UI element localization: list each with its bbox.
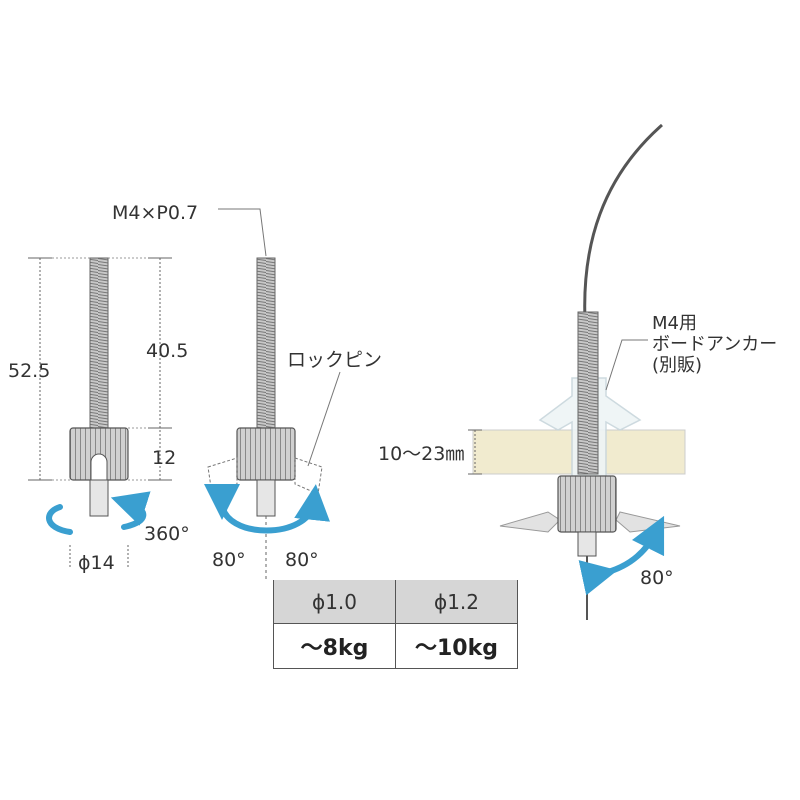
label-thread-length: 40.5 <box>146 340 188 362</box>
label-angle-right: 80° <box>285 549 319 571</box>
lock-pin-body <box>256 479 276 517</box>
threaded-rod <box>89 257 109 429</box>
lock-pin-body <box>577 531 597 557</box>
rotation-arrow-back <box>46 504 73 535</box>
figure-dimensions: 52.5 40.5 12 ϕ14 360° <box>8 257 190 574</box>
label-head-height: 12 <box>152 447 176 469</box>
figure-installation: 10〜23㎜ M4用 ボードアンカー (別販) 80° <box>378 123 777 620</box>
label-anchor-line2: ボードアンカー <box>652 334 777 355</box>
leader-lock-pin <box>307 371 341 467</box>
label-total-length: 52.5 <box>8 360 50 382</box>
leader-thread-spec <box>218 208 267 257</box>
label-anchor-line3: (別販) <box>652 355 702 376</box>
label-angle-left: 80° <box>212 549 246 571</box>
leader-anchor <box>605 339 648 391</box>
bottom-pin <box>89 479 109 517</box>
swing-arrow <box>203 483 330 534</box>
header-wire-10: ϕ1.0 <box>273 580 396 624</box>
rotation-arrow <box>578 515 665 596</box>
load-spec-table: ϕ1.0 ϕ1.2 〜8kg 〜10kg <box>273 580 518 669</box>
hanging-wire-top <box>583 123 663 321</box>
rotation-arrow-front <box>110 491 151 530</box>
label-thread-spec: M4×P0.7 <box>112 202 198 224</box>
plate-wing-left <box>499 511 561 533</box>
threaded-rod <box>577 311 599 475</box>
threaded-rod <box>256 257 276 429</box>
label-anchor-line1: M4用 <box>652 313 697 334</box>
tilt-outline-left <box>207 457 238 495</box>
header-wire-12: ϕ1.2 <box>395 580 518 624</box>
label-head-diameter: ϕ14 <box>78 552 115 574</box>
plate-wing-right <box>615 511 681 533</box>
figure-lock-pin: M4×P0.7 ロックピン 80° 80° <box>112 202 382 580</box>
load-wire-10: 〜8kg <box>273 623 396 669</box>
head-slot <box>90 453 108 481</box>
knurled-head <box>557 475 617 533</box>
label-angle-install: 80° <box>640 567 674 589</box>
label-lock-pin: ロックピン <box>287 349 382 371</box>
label-rotation: 360° <box>144 523 190 545</box>
knurled-head <box>236 427 296 481</box>
label-board-thickness: 10〜23㎜ <box>378 443 464 465</box>
load-wire-12: 〜10kg <box>395 623 518 669</box>
table-row: 〜8kg 〜10kg <box>273 623 518 669</box>
table-header-row: ϕ1.0 ϕ1.2 <box>273 580 518 624</box>
